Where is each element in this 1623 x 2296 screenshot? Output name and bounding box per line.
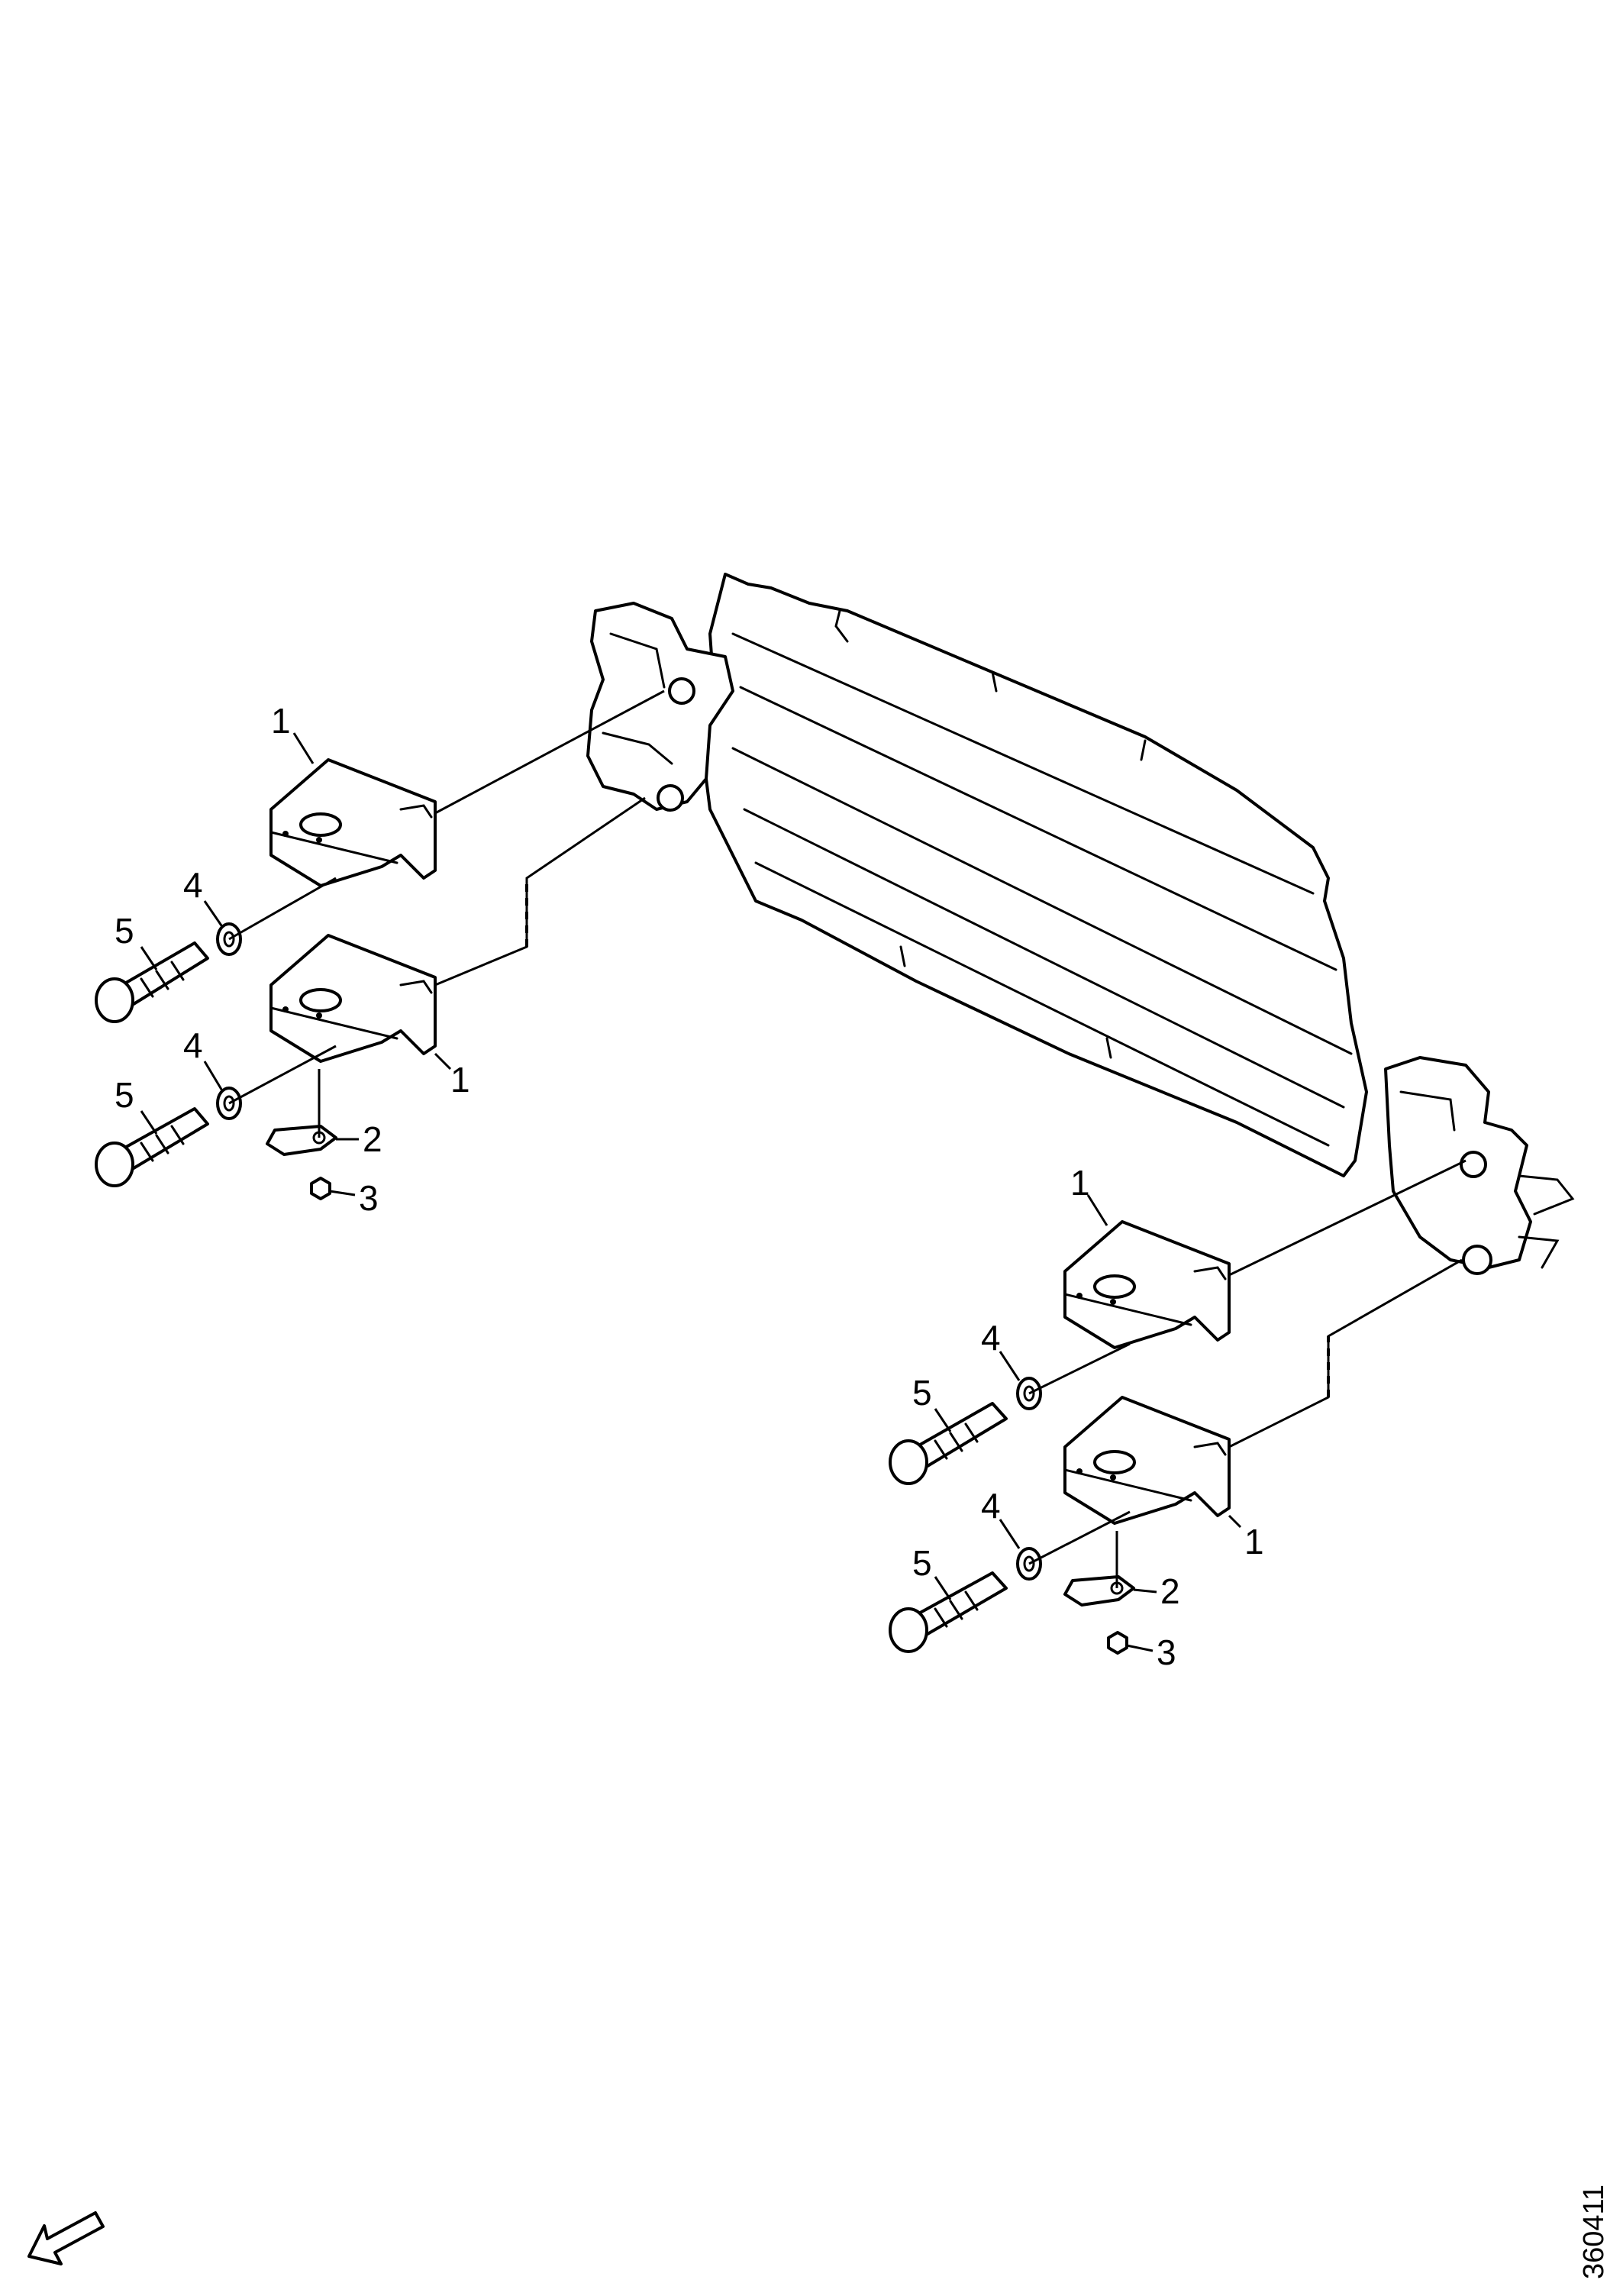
callout-3-left: 3 xyxy=(359,1178,379,1218)
figure-reference-number: 360411 xyxy=(1578,2185,1610,2279)
right-lower-bolt xyxy=(889,1571,1008,1653)
callout-3-right: 3 xyxy=(1157,1632,1176,1672)
right-lower-bracket xyxy=(1063,1396,1231,1525)
callouts: 1 4 5 4 5 1 2 3 1 4 5 4 5 1 2 3 xyxy=(115,701,1264,1672)
left-nut xyxy=(310,1177,331,1200)
callout-4-left-upper: 4 xyxy=(183,865,203,905)
callout-1-left-upper: 1 xyxy=(271,701,291,741)
callout-5-right-upper: 5 xyxy=(912,1373,932,1413)
right-locking-plate xyxy=(1063,1575,1135,1607)
callout-1-right-upper: 1 xyxy=(1070,1163,1090,1203)
left-locking-plate xyxy=(266,1125,337,1156)
left-upper-bracket xyxy=(269,758,437,887)
direction-arrow-icon xyxy=(27,2211,105,2265)
callout-5-right-lower: 5 xyxy=(912,1543,932,1583)
callout-4-left-lower: 4 xyxy=(183,1025,203,1065)
callout-1-right-lower: 1 xyxy=(1244,1522,1264,1561)
left-upper-bolt xyxy=(95,941,209,1023)
callout-2-right: 2 xyxy=(1160,1571,1180,1611)
frame-axle xyxy=(586,573,1575,1275)
callout-2-left: 2 xyxy=(363,1119,382,1159)
callout-4-right-upper: 4 xyxy=(981,1318,1001,1358)
callout-4-right-lower: 4 xyxy=(981,1486,1001,1526)
callout-5-left-lower: 5 xyxy=(115,1075,134,1115)
callout-5-left-upper: 5 xyxy=(115,911,134,951)
right-nut xyxy=(1107,1631,1128,1655)
left-lower-bolt xyxy=(95,1107,209,1187)
callout-1-left-lower: 1 xyxy=(450,1060,470,1100)
left-lower-bracket xyxy=(269,934,437,1063)
left-assembly xyxy=(95,689,665,1200)
right-upper-bracket xyxy=(1063,1220,1231,1349)
right-upper-bolt xyxy=(889,1402,1008,1485)
right-assembly xyxy=(889,1159,1467,1655)
